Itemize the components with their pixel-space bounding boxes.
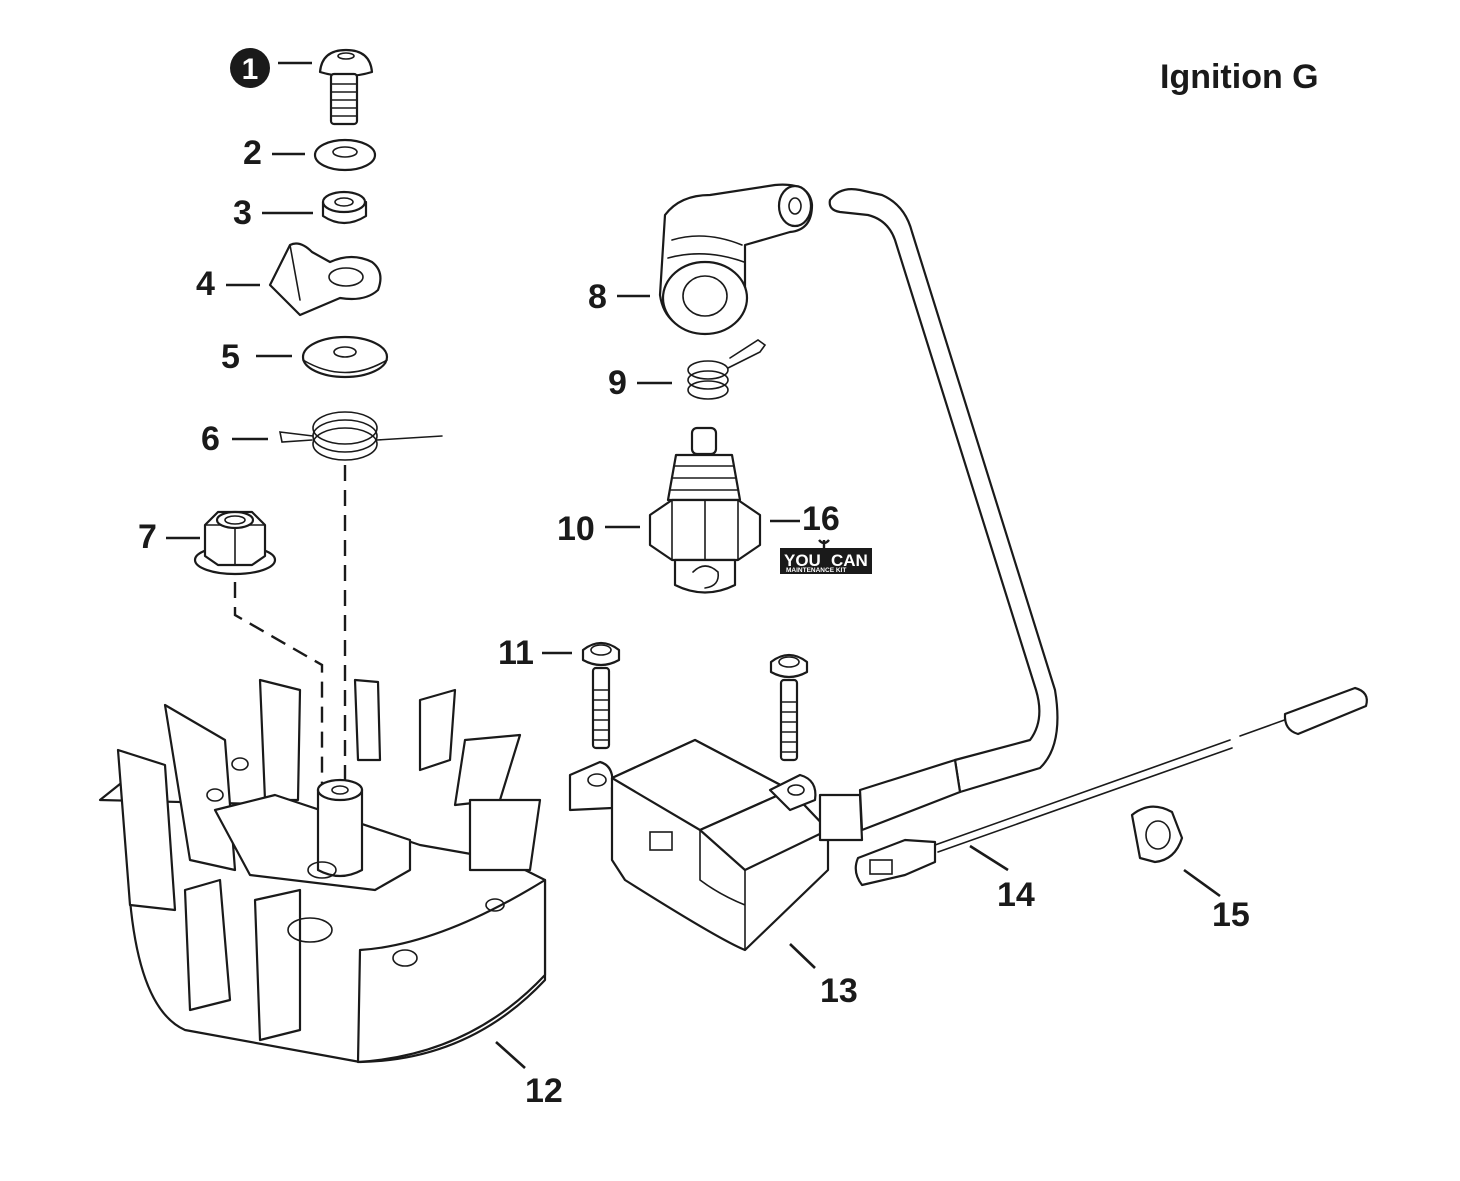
part-12-flywheel: [98, 678, 547, 1064]
callout-9: 9: [608, 364, 627, 402]
part-3-spacer: [321, 190, 368, 225]
logo-subtitle: MAINTENANCE KIT: [786, 567, 846, 574]
part-15-grommet: [1130, 805, 1184, 864]
part-10-spark-plug: [648, 426, 762, 594]
part-1-screw: [318, 48, 374, 126]
callout-2: 2: [243, 134, 262, 172]
part-7-nut: [193, 510, 277, 576]
leader-14: [969, 844, 1009, 872]
part-11-screw-left: [581, 641, 621, 750]
callout-5: 5: [221, 338, 240, 376]
logo-text-right: CAN: [831, 551, 868, 570]
callout-14: 14: [997, 876, 1035, 914]
part-11-screw-right: [769, 653, 809, 762]
callout-3: 3: [233, 194, 252, 232]
callout-8: 8: [588, 278, 607, 316]
part-14-cable: [854, 686, 1368, 887]
part-8-boot: [658, 183, 814, 336]
leader-15: [1183, 868, 1221, 898]
callout-1: 1: [242, 53, 259, 86]
part-2-washer: [313, 138, 377, 172]
leader-12: [495, 1041, 526, 1069]
part-13-ignition-coil: [568, 738, 962, 952]
callout-7: 7: [138, 518, 157, 556]
assembly-line-nut: [233, 582, 324, 870]
callout-15: 15: [1212, 896, 1250, 934]
callout-4: 4: [196, 265, 215, 303]
logo-text-left: YOU: [784, 551, 821, 570]
part-9-spring: [687, 339, 767, 400]
youcan-logo: YOU CAN MAINTENANCE KIT: [780, 539, 872, 574]
part-6-spring: [278, 411, 443, 461]
callout-6: 6: [201, 420, 220, 458]
callout-16: 16: [802, 500, 840, 538]
wrench-icon: [818, 539, 830, 560]
callout-1-badge: [230, 48, 270, 88]
callout-10: 10: [557, 510, 595, 548]
part-5-washer: [301, 335, 389, 379]
callout-13: 13: [820, 972, 858, 1010]
callout-11: 11: [498, 634, 534, 672]
diagram-title: Ignition G: [1160, 58, 1319, 96]
ignition-lead: [828, 188, 1059, 794]
callout-12: 12: [525, 1072, 563, 1110]
leader-13: [789, 943, 816, 969]
part-4-bracket: [268, 242, 382, 317]
